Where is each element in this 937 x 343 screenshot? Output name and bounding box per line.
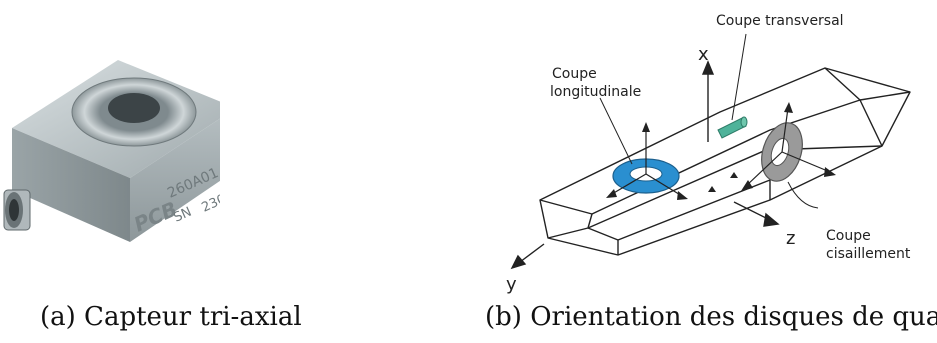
sensor-connector [3,189,31,231]
marker-dot [708,186,716,192]
sensor-front-face [130,118,220,242]
label-longitudinal-1: Coupe [552,66,597,82]
shear-disc [741,102,836,191]
axis-y-label: y [506,274,517,295]
axis-y-line [519,243,545,263]
label-longitudinal-2: longitudinale [550,84,641,100]
quartz-orientation-diagram: Coupe transversal Coupe longitudinale Co… [506,13,911,295]
axis-z-label: z [786,228,795,249]
axis-x-label: x [698,44,709,65]
leader-shear [787,181,819,209]
marker-dot [730,172,738,178]
caption-figure-b: (b) Orientation des disques de quartz [485,302,937,332]
axis-y-arrowhead [510,254,527,270]
longitudinal-disc [606,122,688,200]
sensor-serial-number: 230 [200,192,220,216]
axis-z-line [733,201,771,221]
transverse-disc [717,116,748,139]
label-shear-1: Coupe [826,228,871,244]
axis-z-arrowhead [763,212,780,227]
caption-figure-a: (a) Capteur tri-axial [40,302,302,332]
sensor-left-face [12,128,130,242]
crystal-edge-front [587,227,619,241]
label-transverse: Coupe transversal [716,13,844,29]
label-shear-2: cisaillement [826,246,911,262]
sensor-serial-label: SN [172,205,195,226]
leader-transverse [731,33,747,121]
sensor-photo: PCB 260A01 SN 230 [3,60,220,242]
crystal-edge-bottom [617,179,771,255]
leader-longitudinal [599,97,633,165]
crystal-edge-right [824,67,883,147]
crystal-edge-left [539,199,593,239]
sensor-ring-hole [108,93,160,123]
axis-x-arrowhead [701,60,715,75]
crystal-edge-top [591,91,911,215]
